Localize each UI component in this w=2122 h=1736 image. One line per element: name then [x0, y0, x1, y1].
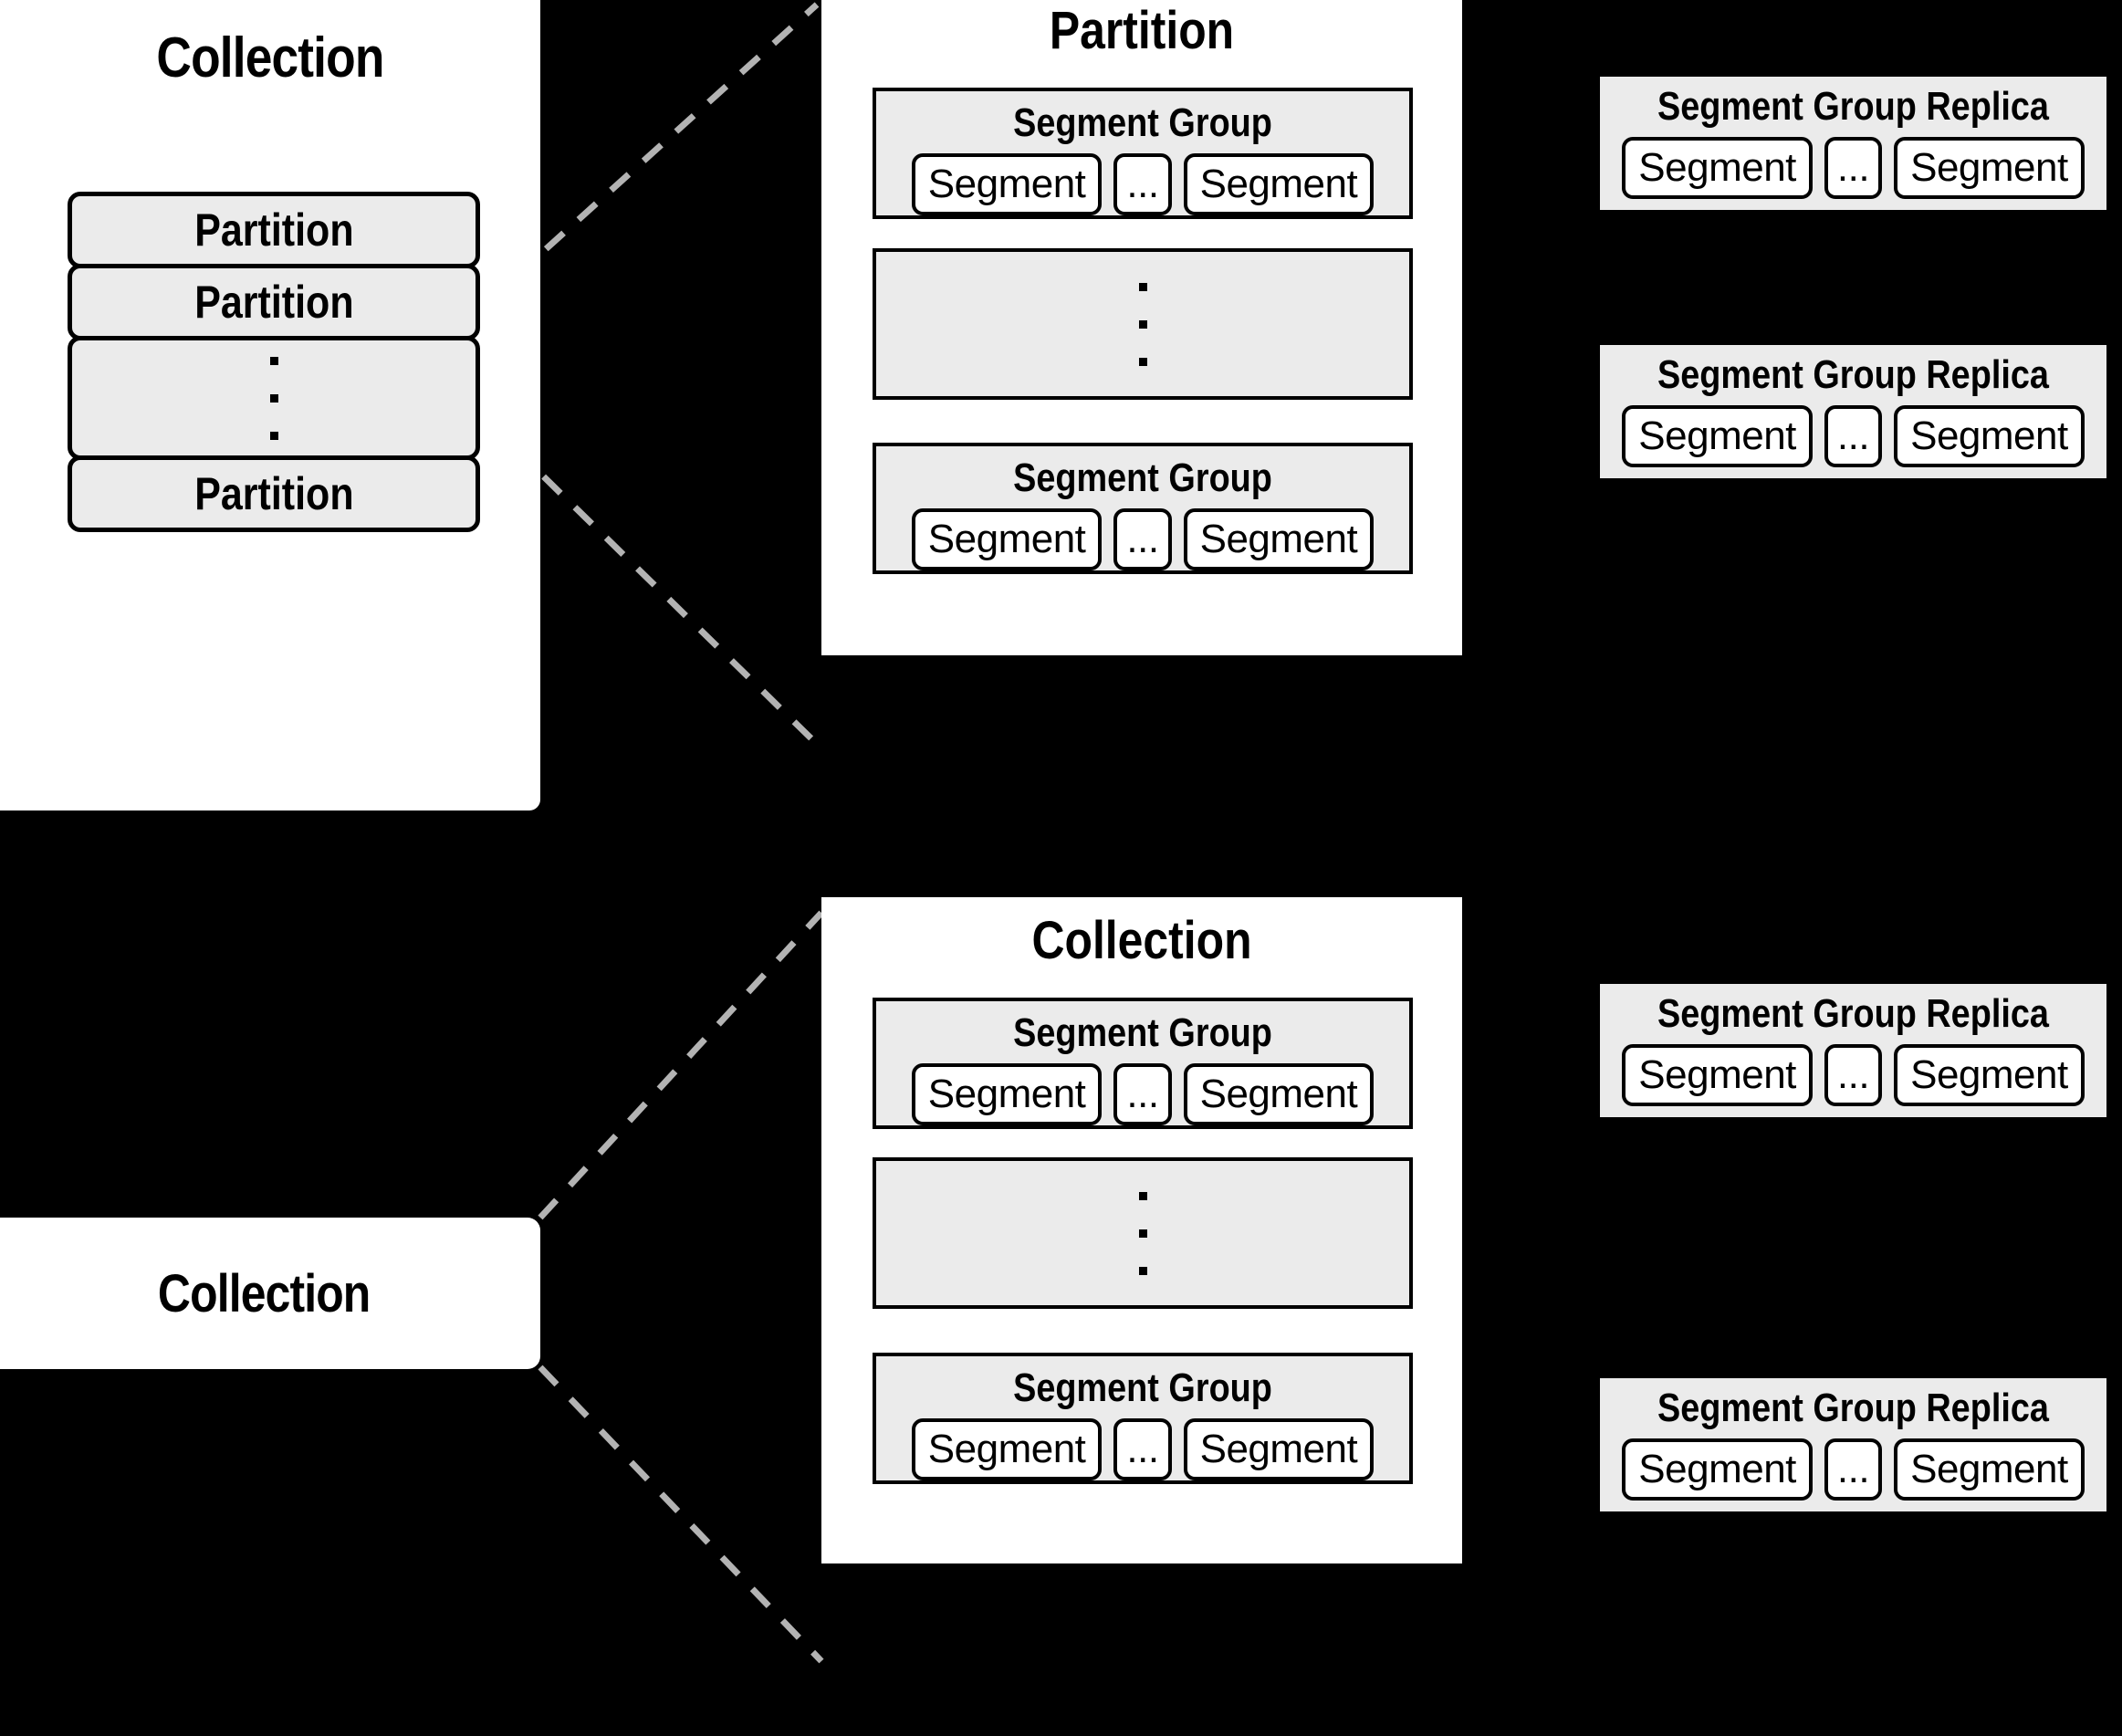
segment-box[interactable]: Segment: [1622, 1438, 1813, 1501]
segment-row: Segment ... Segment: [1600, 137, 2106, 199]
segment-row: Segment ... Segment: [1600, 405, 2106, 467]
segment-box[interactable]: Segment: [1183, 153, 1375, 215]
segment-group-title: Segment Group: [1013, 455, 1272, 500]
segment-group-replica: Segment Group Replica Segment ... Segmen…: [1600, 345, 2106, 478]
segment-ellipsis-box: ...: [1824, 137, 1883, 199]
segment-group-replica-title: Segment Group Replica: [1657, 991, 2049, 1036]
segment-group-title: Segment Group: [1013, 1365, 1272, 1410]
segment-ellipsis-box: ...: [1113, 508, 1172, 570]
partition-row[interactable]: Partition: [68, 455, 480, 532]
collection-simple-title: Collection: [157, 1263, 371, 1323]
segment-ellipsis-box: ...: [1824, 1044, 1883, 1106]
segment-group-ellipsis: [873, 248, 1413, 400]
partition-stack: Partition Partition Partition: [68, 192, 480, 532]
segment-box[interactable]: Segment: [1183, 1418, 1375, 1480]
segment-ellipsis-box: ...: [1113, 1063, 1172, 1125]
segment-box[interactable]: Segment: [1183, 1063, 1375, 1125]
segment-group-replica: Segment Group Replica Segment ... Segmen…: [1600, 77, 2106, 210]
segment-ellipsis-box: ...: [1113, 1418, 1172, 1480]
segment-box[interactable]: Segment: [911, 1063, 1103, 1125]
segment-group-ellipsis: [873, 1157, 1413, 1309]
segment-group: Segment Group Segment ... Segment: [873, 88, 1413, 219]
segment-ellipsis-box: ...: [1824, 1438, 1883, 1501]
segment-box[interactable]: Segment: [1894, 1044, 2085, 1106]
collection-partitioned-card: Collection Partition Partition Partition: [0, 0, 540, 810]
segment-row: Segment ... Segment: [876, 1063, 1409, 1125]
segment-group: Segment Group Segment ... Segment: [873, 443, 1413, 574]
vertical-ellipsis-icon: [876, 1161, 1409, 1305]
segment-group-replica: Segment Group Replica Segment ... Segmen…: [1600, 984, 2106, 1117]
segment-row: Segment ... Segment: [876, 1418, 1409, 1480]
segment-group-title: Segment Group: [1013, 1010, 1272, 1055]
segment-ellipsis-box: ...: [1113, 153, 1172, 215]
collection-simple-card[interactable]: Collection: [0, 1218, 540, 1369]
partition-label: Partition: [193, 468, 354, 519]
partition-detail-title: Partition: [1049, 1, 1235, 60]
segment-group: Segment Group Segment ... Segment: [873, 1353, 1413, 1484]
segment-box[interactable]: Segment: [1622, 1044, 1813, 1106]
segment-group-title: Segment Group: [1013, 100, 1272, 145]
vertical-ellipsis-icon: [72, 340, 476, 455]
segment-row: Segment ... Segment: [1600, 1044, 2106, 1106]
vertical-ellipsis-icon: [876, 252, 1409, 396]
segment-box[interactable]: Segment: [1894, 137, 2085, 199]
collection-partitioned-title: Collection: [156, 26, 384, 89]
segment-row: Segment ... Segment: [876, 153, 1409, 215]
partition-label: Partition: [193, 204, 354, 256]
collection-detail-title: Collection: [1031, 911, 1252, 970]
segment-box[interactable]: Segment: [911, 153, 1103, 215]
segment-box[interactable]: Segment: [1183, 508, 1375, 570]
segment-box[interactable]: Segment: [911, 508, 1103, 570]
partition-label: Partition: [193, 277, 354, 328]
segment-ellipsis-box: ...: [1824, 405, 1883, 467]
segment-box[interactable]: Segment: [1894, 405, 2085, 467]
segment-group-replica-title: Segment Group Replica: [1657, 1386, 2049, 1430]
segment-group-replica-title: Segment Group Replica: [1657, 84, 2049, 129]
segment-box[interactable]: Segment: [1622, 405, 1813, 467]
segment-box[interactable]: Segment: [1622, 137, 1813, 199]
segment-box[interactable]: Segment: [911, 1418, 1103, 1480]
segment-group-replica-title: Segment Group Replica: [1657, 352, 2049, 397]
segment-box[interactable]: Segment: [1894, 1438, 2085, 1501]
partition-row-ellipsis: [68, 336, 480, 460]
segment-group-replica: Segment Group Replica Segment ... Segmen…: [1600, 1378, 2106, 1511]
segment-row: Segment ... Segment: [1600, 1438, 2106, 1501]
partition-row[interactable]: Partition: [68, 192, 480, 268]
segment-group: Segment Group Segment ... Segment: [873, 998, 1413, 1129]
partition-row[interactable]: Partition: [68, 264, 480, 340]
segment-row: Segment ... Segment: [876, 508, 1409, 570]
